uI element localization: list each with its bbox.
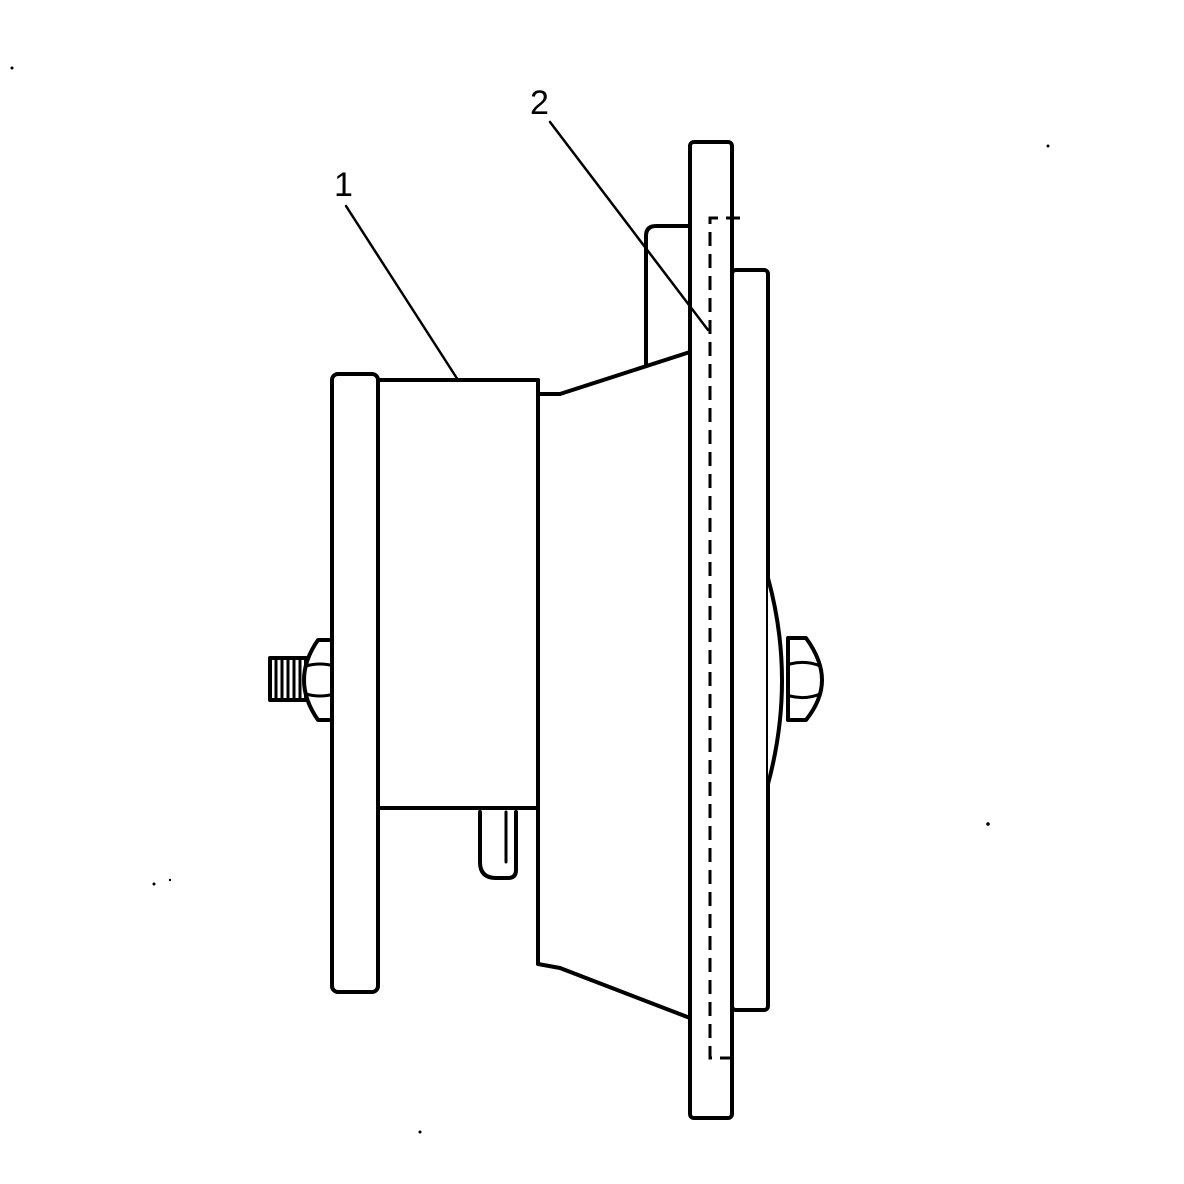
rear-plate [730,268,770,1012]
dome-cap [766,576,784,786]
drain-boss [478,810,518,880]
main-housing-body [376,378,540,810]
upper-rib [644,224,692,366]
left-mounting-flange [330,372,380,994]
callout-label-1: 1 [334,166,353,204]
leader-line-1 [344,204,460,382]
callout-label-2: 2 [530,84,549,122]
left-threaded-stud [268,656,308,702]
right-hex-nut [786,636,824,722]
left-hex-nut [302,638,336,722]
leader-line-2 [548,120,710,332]
tapered-bell-housing [536,350,692,1020]
hidden-internal-element [708,216,740,1060]
